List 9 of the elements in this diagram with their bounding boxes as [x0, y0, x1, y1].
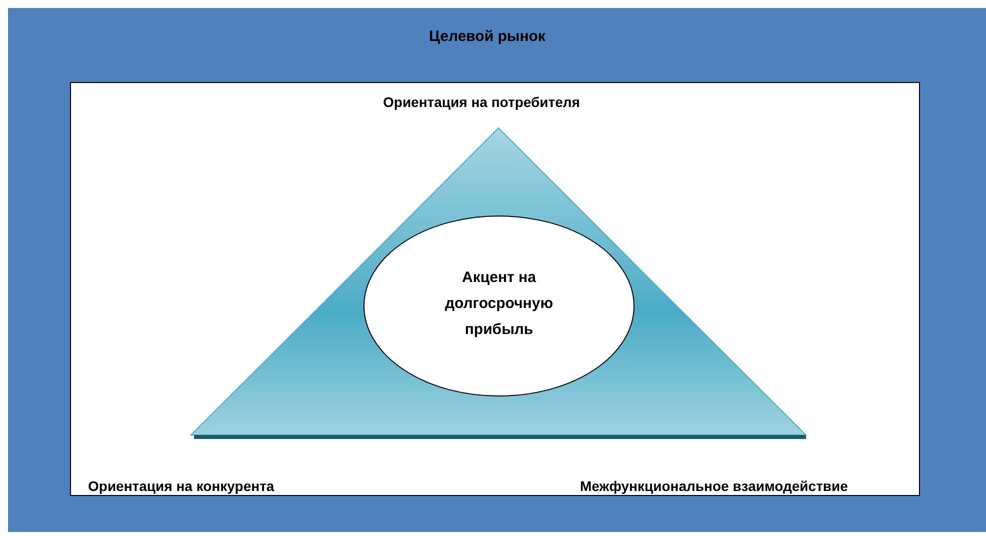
ellipse-shape: [363, 215, 635, 397]
ellipse-text: Акцент на долгосрочную прибыль: [444, 268, 554, 340]
triangle-shape: [191, 128, 806, 439]
outer-band: [8, 8, 986, 532]
vertex-label: Ориентация на конкурента: [88, 478, 274, 494]
inner-panel: [70, 82, 920, 496]
vertex-label: Ориентация на потребителя: [383, 94, 580, 110]
title-text: Целевой рынок: [429, 28, 546, 45]
vertex-label: Межфункциональное взаимодействие: [580, 478, 848, 494]
